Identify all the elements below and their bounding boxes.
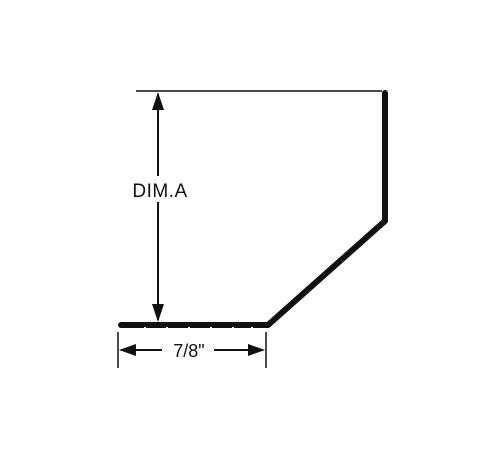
dimension-width: 7/8"	[117, 332, 267, 368]
profile-shape	[118, 90, 388, 328]
dimension-width-label: 7/8"	[173, 341, 204, 361]
flange-perforations	[144, 327, 253, 331]
dimension-a: DIM.A	[122, 90, 382, 322]
dimension-width-arrowhead-left	[119, 344, 136, 356]
dimension-width-arrowhead-right	[248, 344, 265, 356]
dimension-a-label: DIM.A	[132, 181, 187, 202]
dimension-a-arrowhead-bottom	[152, 304, 164, 322]
dimension-a-arrowhead-top	[152, 92, 164, 110]
